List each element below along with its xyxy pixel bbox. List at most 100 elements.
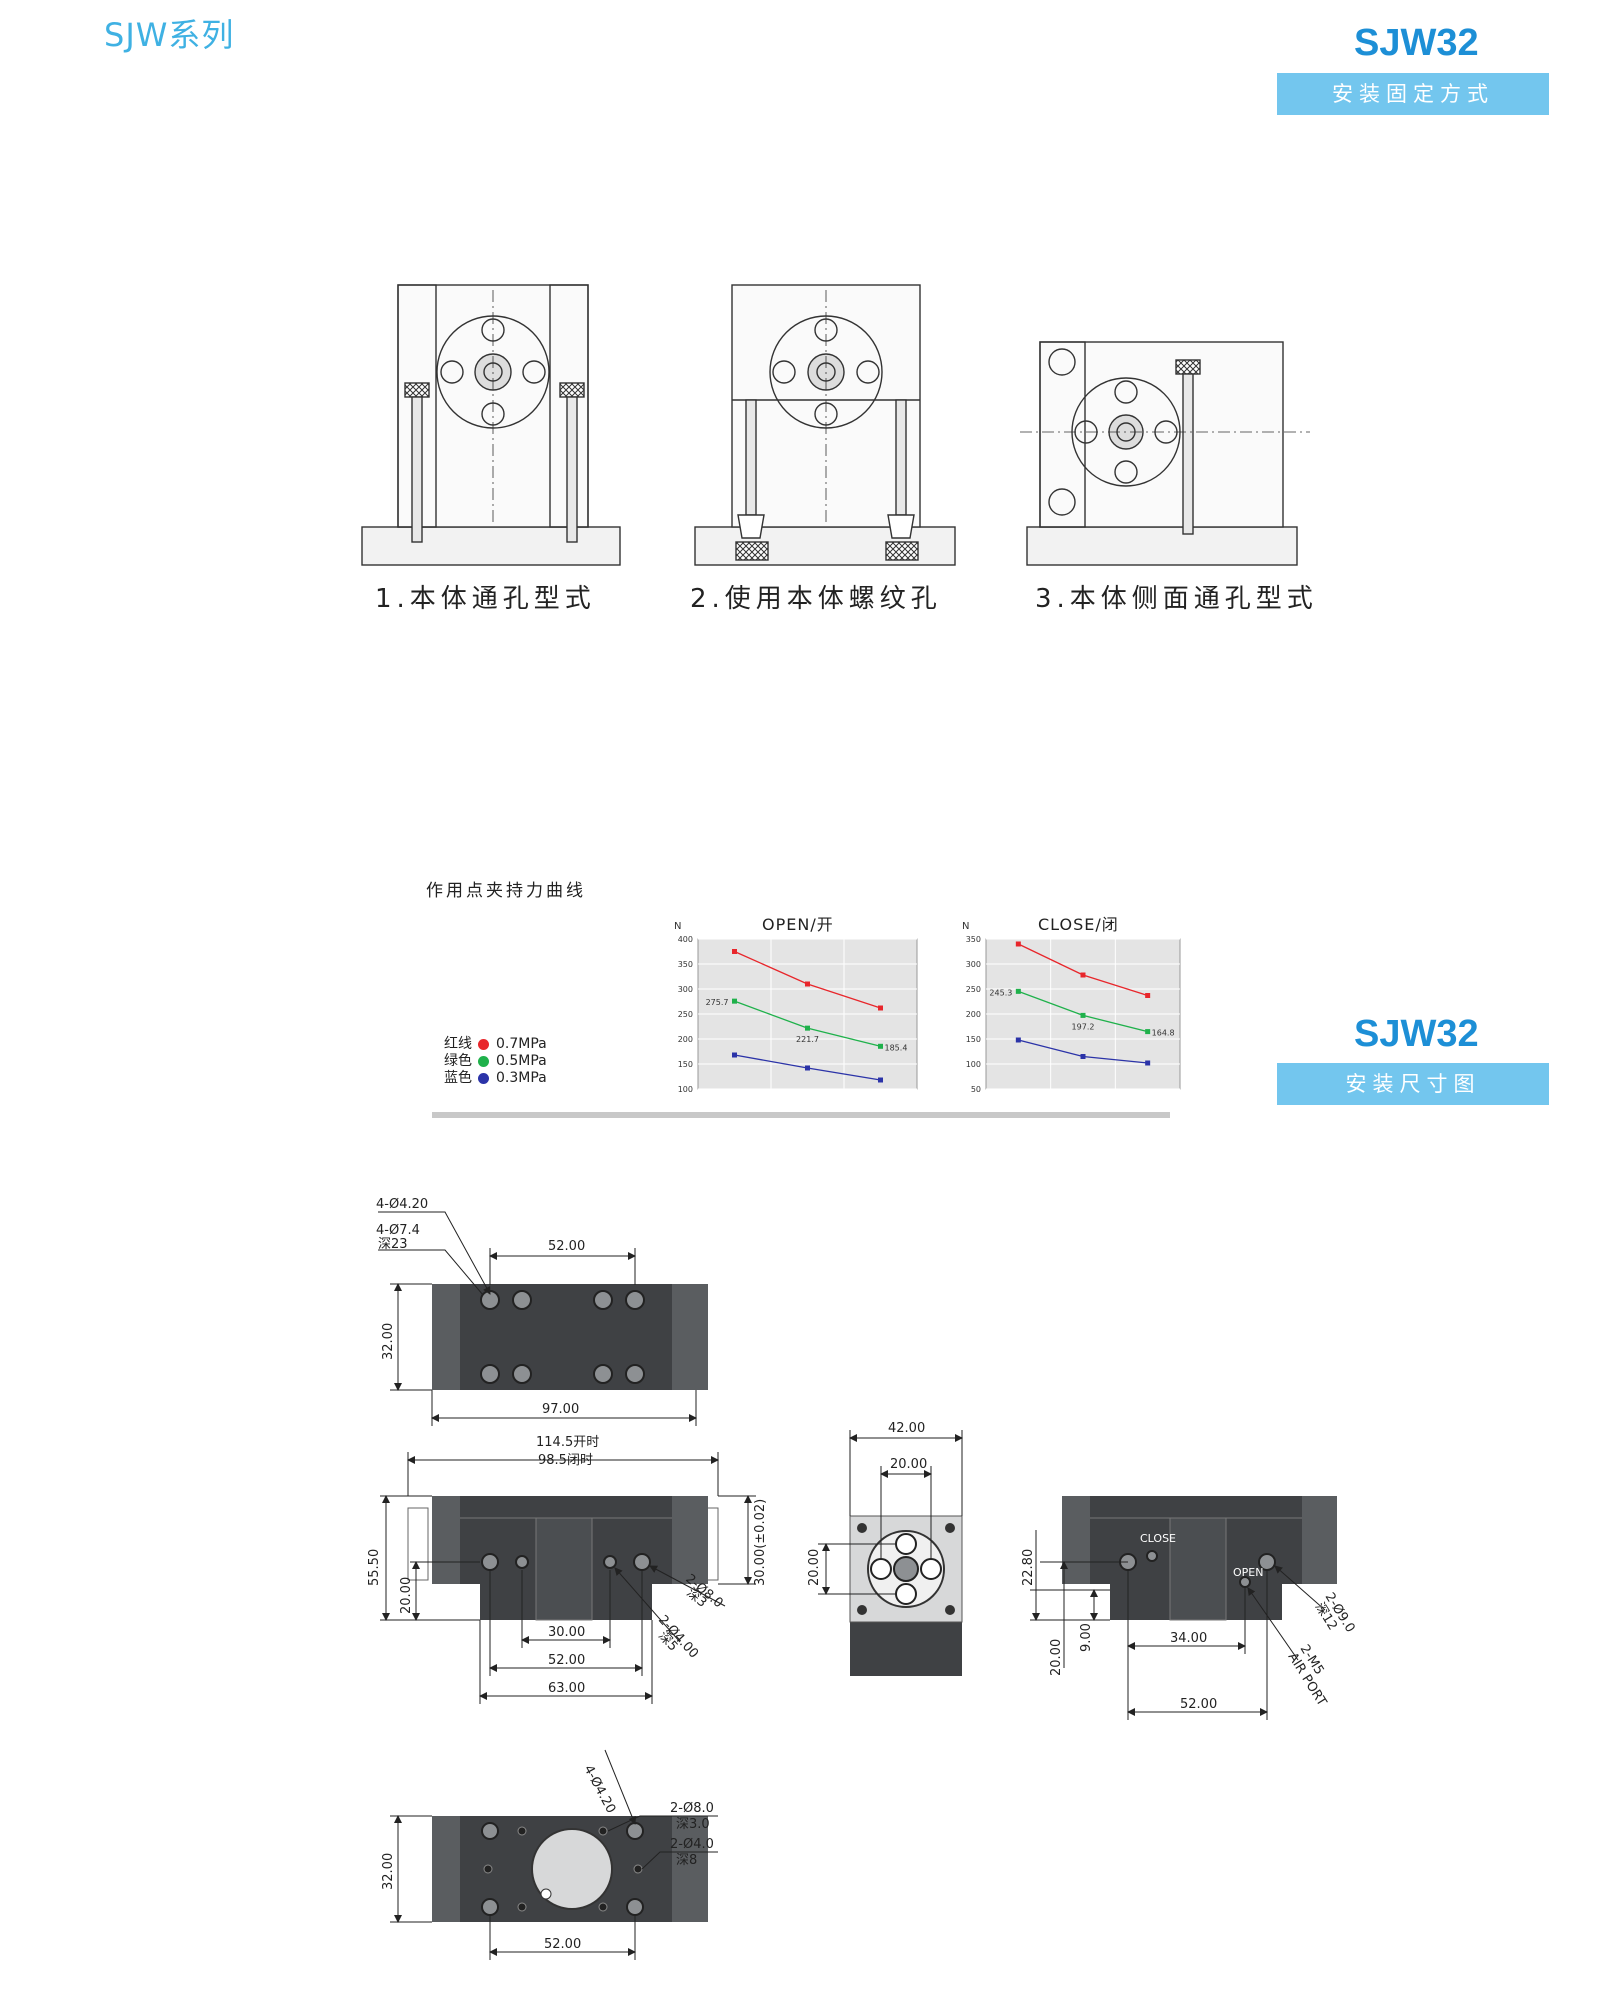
legend-label: 蓝色 [444, 1070, 472, 1086]
dim-side-20: 20.00 [890, 1457, 927, 1472]
dim-bottom-52: 52.00 [544, 1937, 581, 1952]
mounting-drawings [361, 284, 1310, 566]
dim-side-h20: 20.00 [807, 1549, 822, 1586]
series-point [1015, 941, 1021, 947]
chart-close: 501001502002503003501.54cm4.62cm7.7cmN24… [962, 921, 1181, 1097]
y-tick-label: 250 [678, 1010, 693, 1019]
data-label: 164.8 [1152, 1029, 1175, 1038]
series-point [805, 981, 810, 987]
mount-drawing-2 [694, 284, 956, 566]
legend-dot-green [478, 1056, 489, 1067]
y-tick-label: 300 [966, 960, 981, 969]
dim-front-20: 20.00 [399, 1577, 414, 1614]
series-title: SJW系列 [104, 16, 235, 54]
curve-legend: 红线 0.7MPa 绿色 0.5MPa 蓝色 0.3MPa [444, 1036, 547, 1087]
mount-drawing-3 [1020, 341, 1310, 566]
dim-front-close: 98.5闭时 [538, 1453, 593, 1468]
label-open-port: OPEN [1233, 1566, 1263, 1579]
dim-rear-20: 20.00 [1049, 1639, 1064, 1676]
series-point [1080, 1012, 1086, 1018]
chart-close-title: CLOSE/闭 [1038, 915, 1119, 934]
x-tick-label: 1.54cm [1003, 1096, 1033, 1097]
side-view: 42.00 20.00 20.00 [807, 1421, 963, 1676]
y-tick-label: 300 [678, 985, 693, 994]
legend-label: 绿色 [444, 1053, 472, 1069]
dim-rear-2280: 22.80 [1021, 1549, 1036, 1586]
y-tick-label: 50 [971, 1085, 981, 1094]
series-point [1080, 972, 1086, 978]
y-axis-label: N [674, 921, 681, 932]
legend-label: 红线 [444, 1036, 472, 1052]
dim-side-42: 42.00 [888, 1421, 925, 1436]
mount-caption-2: 2.使用本体螺纹孔 [690, 584, 942, 614]
dim-bottom-holes: 4-Ø4.20 [580, 1763, 618, 1816]
x-tick-label: 4.62cm [792, 1096, 822, 1097]
y-axis-label: N [962, 921, 969, 932]
y-tick-label: 200 [678, 1035, 693, 1044]
rear-view: CLOSE OPEN 22.80 20.00 9.00 34.00 52.00 … [1021, 1496, 1358, 1720]
mount-caption-3: 3.本体侧面通孔型式 [1035, 584, 1318, 614]
series-point [732, 949, 737, 954]
legend-dot-blue [478, 1073, 489, 1084]
dim-front-w30: 30.00 [548, 1625, 585, 1640]
y-tick-label: 250 [966, 985, 981, 994]
dim-front-30: 30.00(±0.02) [753, 1499, 768, 1586]
dim-front-w63: 63.00 [548, 1681, 585, 1696]
series-point [878, 1077, 883, 1083]
dim-rear-34: 34.00 [1170, 1631, 1207, 1646]
y-tick-label: 150 [678, 1060, 693, 1069]
label-close-port: CLOSE [1140, 1532, 1176, 1545]
divider-rule [432, 1112, 1170, 1118]
series-point [805, 1025, 810, 1031]
y-tick-label: 100 [966, 1060, 981, 1069]
series-point [732, 1052, 737, 1058]
dim-top-32: 32.00 [381, 1323, 396, 1360]
section-bar-mounting: 安装固定方式 [1277, 73, 1549, 115]
chart-open-title: OPEN/开 [762, 915, 834, 934]
section-bar-dimensions: 安装尺寸图 [1277, 1063, 1549, 1105]
legend-item-red: 红线 0.7MPa [444, 1036, 547, 1053]
x-tick-label: 1.54cm [719, 1096, 749, 1097]
mount-drawing-1 [361, 284, 621, 566]
series-point [1080, 1054, 1086, 1059]
model-title-2: SJW32 [1354, 1013, 1479, 1055]
y-tick-label: 150 [966, 1035, 981, 1044]
series-point [1015, 1037, 1021, 1043]
dim-front-open: 114.5开时 [536, 1435, 599, 1450]
legend-pressure: 0.7MPa [496, 1036, 547, 1052]
series-point [878, 1043, 883, 1049]
legend-item-blue: 蓝色 0.3MPa [444, 1070, 547, 1087]
series-point [1145, 993, 1151, 998]
legend-pressure: 0.5MPa [496, 1053, 547, 1069]
dim-bottom-depth2: 深8 [676, 1853, 697, 1868]
x-tick-label: 4.62cm [1068, 1096, 1098, 1097]
bottom-view: 32.00 52.00 4-Ø4.20 2-Ø8.0 深3.0 2-Ø4.0 深… [381, 1749, 718, 1960]
top-view: 52.00 32.00 97.00 4-Ø4.20 4-Ø7.4 深23 [376, 1197, 708, 1426]
model-title: SJW32 [1354, 22, 1479, 64]
dim-top-52: 52.00 [548, 1239, 585, 1254]
dim-front-w52: 52.00 [548, 1653, 585, 1668]
legend-dot-red [478, 1039, 489, 1050]
dim-top-97: 97.00 [542, 1402, 579, 1417]
dim-bottom-hole2: 2-Ø4.0 [670, 1837, 714, 1852]
data-label: 275.7 [706, 998, 729, 1007]
data-label: 221.7 [796, 1035, 819, 1044]
x-tick-label: 7.7cm [1135, 1096, 1160, 1097]
series-point [732, 998, 737, 1004]
dim-rear-52: 52.00 [1180, 1697, 1217, 1712]
y-tick-label: 200 [966, 1010, 981, 1019]
chart-open: 1001502002503003504001.54cm4.62cm7.7cmN2… [674, 921, 918, 1097]
series-point [1145, 1060, 1151, 1066]
curve-title: 作用点夹持力曲线 [426, 881, 586, 901]
series-point [805, 1065, 810, 1071]
dim-bottom-32: 32.00 [381, 1853, 396, 1890]
series-point [878, 1005, 883, 1011]
mount-caption-1: 1.本体通孔型式 [375, 584, 596, 614]
data-label: 197.2 [1072, 1022, 1095, 1031]
front-view: 114.5开时 98.5闭时 55.50 20.00 30.00(±0.02) … [367, 1435, 768, 1704]
dim-rear-9: 9.00 [1079, 1623, 1094, 1652]
series-point [1015, 988, 1021, 994]
dim-top-depth-b: 深23 [378, 1237, 408, 1252]
dimension-drawings: 52.00 32.00 97.00 4-Ø4.20 4-Ø7.4 深23 [367, 1197, 1358, 1960]
data-label: 245.3 [989, 988, 1012, 997]
